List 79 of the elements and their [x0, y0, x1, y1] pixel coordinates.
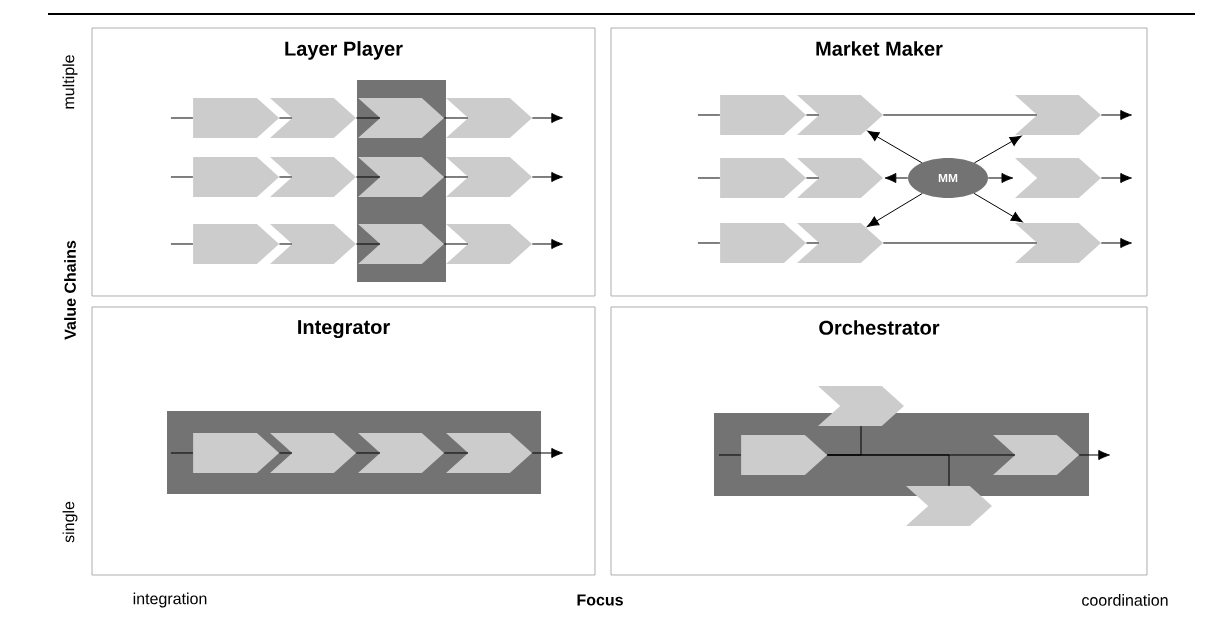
connector	[170, 243, 194, 245]
connector	[1078, 449, 1110, 461]
chevron-shape	[270, 433, 356, 473]
pentagon-shape	[193, 433, 280, 473]
chevron-shape	[1015, 223, 1101, 263]
connector	[1100, 237, 1132, 249]
chevron-shape	[797, 95, 883, 135]
chevron-shape	[818, 386, 904, 426]
pentagon-shape	[193, 157, 280, 197]
connector	[882, 114, 1038, 116]
chevron-shape	[446, 433, 532, 473]
axis-label: integration	[133, 592, 207, 608]
connector	[867, 130, 923, 164]
pentagon-shape	[193, 98, 280, 138]
chevron-shape	[797, 223, 883, 263]
chevron-shape	[270, 157, 356, 197]
connector	[531, 112, 563, 124]
connector	[278, 452, 293, 454]
connector	[278, 117, 293, 119]
connector	[882, 242, 1038, 244]
axis-label: multiple	[62, 55, 78, 109]
chevron-shape	[358, 157, 444, 197]
pentagon-shape	[720, 158, 807, 198]
chevron-shape	[358, 224, 444, 264]
connector	[805, 177, 820, 179]
connector	[697, 242, 721, 244]
connector	[355, 452, 381, 454]
connector	[1100, 109, 1132, 121]
connector	[531, 238, 563, 250]
connector	[170, 452, 194, 454]
connector	[987, 172, 1014, 184]
connector	[718, 454, 742, 456]
connector	[826, 454, 950, 487]
connector	[443, 452, 469, 454]
pentagon-shape	[720, 223, 807, 263]
connector	[805, 242, 820, 244]
connector	[884, 172, 909, 184]
pentagon-shape	[720, 95, 807, 135]
panel: Integrator	[91, 306, 596, 576]
connector	[697, 114, 721, 116]
chevron-shape	[906, 486, 992, 526]
connector	[443, 176, 469, 178]
ellipse-node: MM	[908, 158, 988, 198]
chevron-shape	[446, 98, 532, 138]
pentagon-shape	[193, 224, 280, 264]
chevron-shape	[1015, 158, 1101, 198]
chevron-shape	[993, 435, 1079, 475]
connector	[443, 243, 469, 245]
connector	[355, 243, 381, 245]
connector	[531, 447, 563, 459]
connector	[170, 176, 194, 178]
pentagon-shape	[741, 435, 828, 475]
connector	[278, 176, 293, 178]
connector	[531, 171, 563, 183]
connector	[867, 193, 923, 227]
connector	[170, 117, 194, 119]
connector	[278, 243, 293, 245]
chevron-shape	[358, 433, 444, 473]
chevron-shape	[270, 98, 356, 138]
axis-label: Value Chains	[64, 240, 76, 340]
chevron-shape	[446, 157, 532, 197]
axis-label: single	[62, 501, 78, 543]
connector	[697, 177, 721, 179]
connector	[974, 135, 1022, 164]
chevron-shape	[358, 98, 444, 138]
chevron-shape	[1015, 95, 1101, 135]
connector	[443, 117, 469, 119]
axis-label: coordination	[1082, 594, 1168, 606]
connector	[355, 117, 381, 119]
chevron-shape	[446, 224, 532, 264]
connector	[1100, 172, 1132, 184]
connector	[805, 114, 820, 116]
panel: Layer Player	[91, 27, 596, 297]
axis-label: Focus	[577, 594, 623, 606]
connector	[973, 192, 1023, 223]
connector	[355, 176, 381, 178]
chevron-shape	[797, 158, 883, 198]
panel: Orchestrator	[610, 306, 1148, 576]
chevron-shape	[270, 224, 356, 264]
